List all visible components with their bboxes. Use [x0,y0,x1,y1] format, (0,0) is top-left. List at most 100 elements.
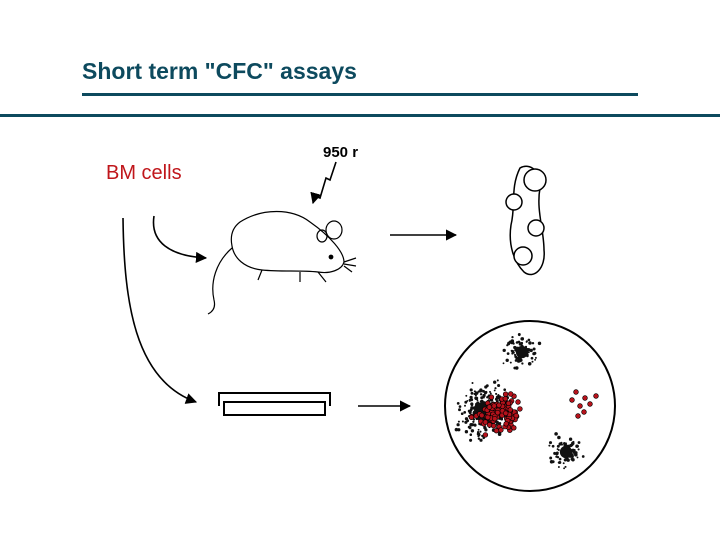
mouse-icon [207,211,357,315]
colony-cell-dot [570,443,574,447]
red-colony-cell [505,400,512,406]
red-colony-cell [468,414,475,420]
colony-cell-dot [521,362,524,365]
colony-cell-dot [576,456,579,459]
colony-cell-dot [473,423,477,427]
colony-cell-dot [562,462,565,465]
title-underline [82,93,638,96]
colony-cell-dot [493,380,497,384]
colony-cell-dot [479,388,483,392]
colony-cell-dot [533,351,537,355]
colony-cell-dot [456,423,460,427]
colony-cell-dot [515,366,519,370]
colony-cell-dot [518,333,521,337]
red-colony-cell [593,393,599,399]
slide-title: Short term "CFC" assays [82,58,357,84]
petri-plate-icon [444,320,616,492]
colony-cell-dot [479,430,482,433]
colony-cell-dot [496,379,499,382]
colony-cell-dot [525,340,528,343]
colony-cell-dot [519,342,523,346]
red-colony-cell [488,394,495,400]
colony-cell-dot [482,389,485,393]
colony-cell-dot [479,393,483,396]
colony-cell-dot [568,437,573,441]
colony-cell-dot [463,411,467,414]
red-colony-cell [508,391,514,397]
colony-cell-dot [479,438,483,442]
colony-cell-dot [530,356,534,360]
red-colony-cell [581,409,587,415]
red-colony-cell [485,414,491,421]
colony-cell-dot [513,366,517,370]
colony-cell-dot [471,381,474,385]
colony-core [515,345,529,359]
colony-cell-dot [549,456,553,460]
colony-cell-dot [517,357,520,360]
colony-cell-dot [469,438,473,442]
colony-cell-dot [477,437,481,440]
colony-cell-dot [577,441,581,444]
red-colony-cell [587,401,593,407]
colony-cell-dot [480,396,484,400]
colony-cell-dot [470,398,474,402]
red-colony-cell [486,404,493,410]
colony-cell-dot [574,453,577,456]
red-colony-cell [498,427,504,433]
red-colony-cell [482,419,489,425]
colony-cell-dot [464,417,469,421]
culture-dish-icon [218,392,331,416]
colony-cell-dot [521,337,524,340]
colony-cell-dot [464,400,468,404]
red-colony-cell [495,409,501,416]
colony-cell-dot [531,360,534,363]
colony-cell-dot [537,341,542,346]
colony-cell-dot [510,340,515,344]
colony-cell-dot [470,403,473,406]
colony-cell-dot [484,390,488,394]
colony-cell-dot [466,399,469,402]
colony-cell-dot [456,402,460,405]
bm-cells-label: BM cells [106,162,182,184]
colony-cell-dot [458,408,461,412]
colony-cell-dot [554,432,558,436]
colony-cell-dot [557,461,561,464]
colony-cell-dot [577,445,579,448]
colony-cell-dot [506,344,509,347]
irradiation-dose-label: 950 r [323,144,359,161]
colony-cell-dot [563,467,566,470]
colony-cell-dot [479,400,482,403]
colony-cell-dot [581,455,585,458]
colony-cell-dot [483,426,487,430]
colony-cell-dot [500,417,504,421]
colony-cell-dot [513,345,517,350]
colony-cell-dot [509,361,512,364]
colony-cell-dot [457,420,460,423]
colony-cell-dot [573,449,576,452]
colony-cell-dot [553,451,557,455]
colony-cell-dot [489,390,491,393]
spleen-icon [505,165,547,276]
colony-cell-dot [493,389,496,392]
red-colony-cell [503,421,509,427]
colony-cell-dot [482,393,486,398]
colony-cell-dot [556,444,560,448]
red-colony-cell [502,396,508,402]
red-colony-cell [575,413,581,419]
colony-cell-dot [472,420,475,423]
colony-cell-dot [527,362,532,366]
colony-cell-dot [469,433,473,436]
header-divider [0,114,720,117]
colony-cell-dot [458,405,462,408]
colony-cell-dot [511,352,514,355]
red-colony-cell [502,391,509,397]
colony-cell-dot [502,362,505,365]
red-colony-cell [482,432,489,438]
colony-cell-dot [498,422,502,425]
colony-cell-dot [494,387,497,390]
colony-cell-dot [505,358,509,362]
red-colony-cell [569,397,575,403]
colony-cell-dot [503,388,507,392]
red-colony-cell [513,412,519,419]
